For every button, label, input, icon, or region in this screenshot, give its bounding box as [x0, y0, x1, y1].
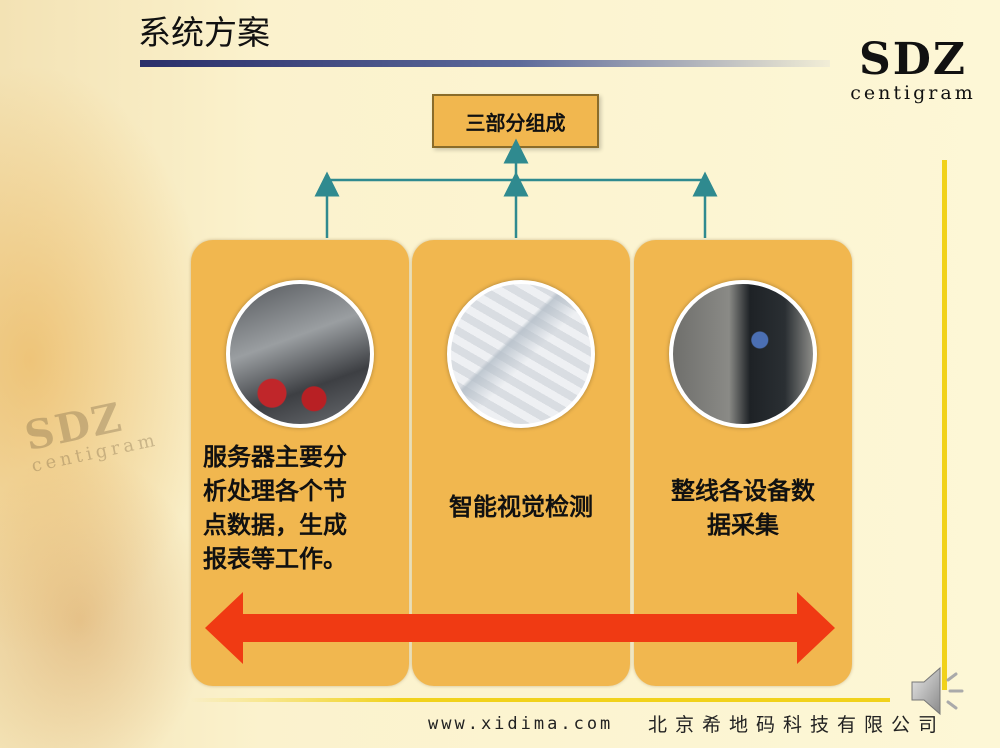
accent-line-vertical [942, 160, 947, 690]
slide-title: 系统方案 [138, 13, 270, 52]
title-underline [140, 60, 830, 67]
text-line: 智能视觉检测 [449, 493, 593, 521]
server-cabinet-photo [669, 280, 817, 428]
factory-line-photo [226, 280, 374, 428]
part-text-vision: 智能视觉检测 [424, 490, 618, 524]
logo-mark: SDZ [858, 34, 968, 85]
text-line: 析处理各个节 [203, 477, 347, 505]
part-text-server: 服务器主要分 析处理各个节 点数据，生成 报表等工作。 [203, 440, 397, 576]
logo-word: centigram [850, 82, 976, 104]
footer-company: 北京希地码科技有限公司 [648, 714, 946, 736]
part-panel-vision: 智能视觉检测 [412, 240, 630, 686]
text-line: 报表等工作。 [203, 545, 347, 573]
part-text-data: 整线各设备数 据采集 [646, 474, 840, 542]
production-line-render-photo [447, 280, 595, 428]
footer-url: www.xidima.com [428, 714, 614, 734]
speaker-icon[interactable] [904, 656, 974, 726]
accent-line-horizontal [190, 698, 890, 702]
text-line: 整线各设备数 [671, 477, 815, 505]
double-headed-arrow-icon [205, 592, 835, 664]
text-line: 点数据，生成 [203, 511, 347, 539]
company-logo: SDZ centigram [848, 34, 978, 105]
text-line: 服务器主要分 [203, 443, 347, 471]
text-line: 据采集 [707, 511, 779, 539]
